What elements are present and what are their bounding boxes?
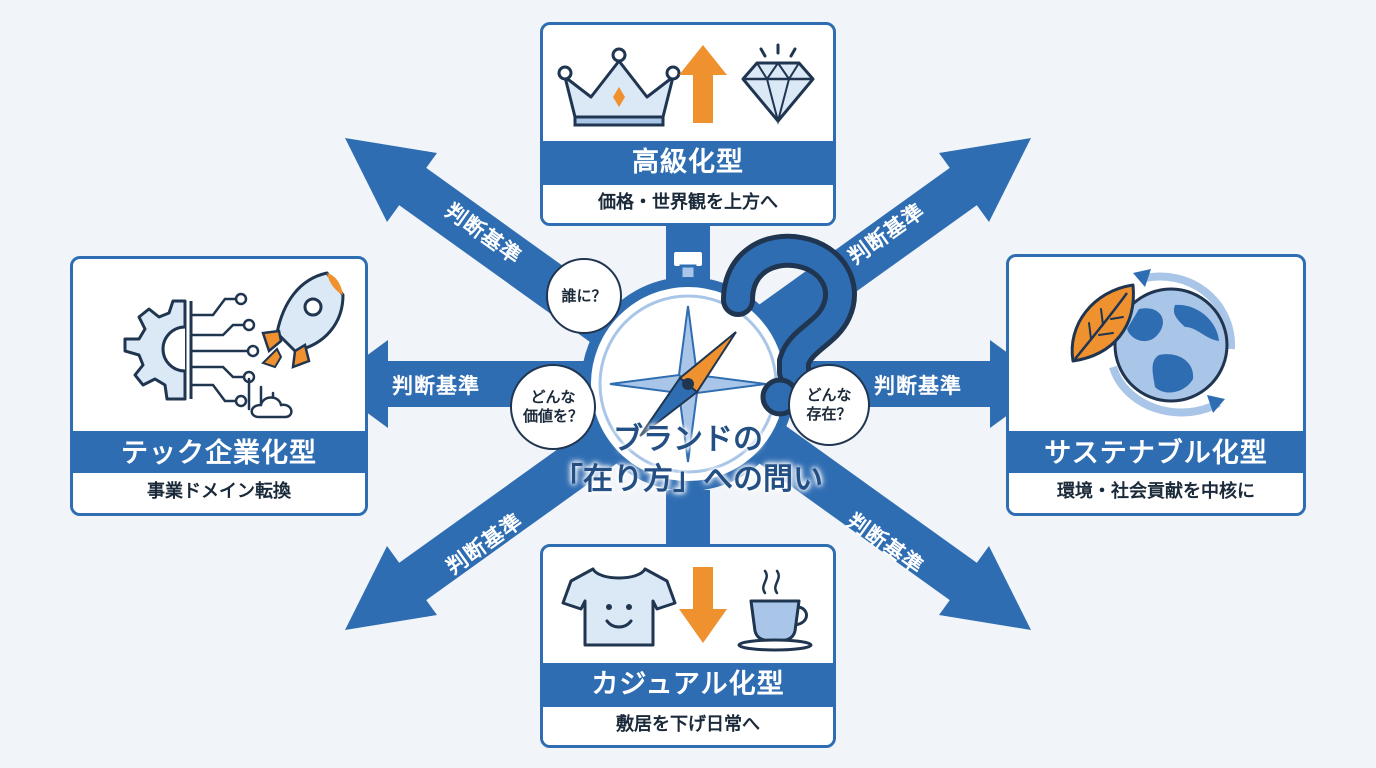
diamond-icon [741,43,815,125]
arrow-up-icon [679,45,727,123]
bubble-value-line2: 価値を？ [522,407,583,425]
bubble-exist-line1: どんな [806,386,852,404]
connector-bottom [666,490,710,550]
bubble-exist-line2: 存在？ [806,405,852,423]
leaf-icon [1070,283,1135,363]
bubble-who: 誰に？ [546,258,622,334]
card-sustainable-subtitle: 環境・社会貢献を中核に [1009,473,1303,513]
card-casual: カジュアル化型 敷居を下げ日常へ [540,544,836,748]
center-question: ブランドの 「在り方」への問い [528,420,848,500]
card-luxury-subtitle: 価格・世界観を上方へ [543,185,833,223]
gear-circuit-icon [123,292,260,408]
card-casual-title: カジュアル化型 [543,663,833,707]
card-tech-title: テック企業化型 [73,431,365,477]
bubble-value: どんな 価値を？ [510,364,596,450]
card-tech-subtitle: 事業ドメイン転換 [73,473,365,513]
card-tech: テック企業化型 事業ドメイン転換 [70,256,368,516]
center-line2: 「在り方」への問い [553,462,823,497]
card-luxury: 高級化型 価格・世界観を上方へ [540,22,836,226]
arrow-label-right: 判断基準 [874,374,962,398]
rocket-icon [247,271,345,419]
bubble-who-text: 誰に？ [561,286,607,305]
card-tech-icons [123,271,345,419]
card-luxury-title: 高級化型 [543,141,833,185]
earth-cycle-icon [1109,269,1236,417]
arrow-label-left: 判断基準 [392,374,480,398]
t-shirt-icon [561,567,677,647]
card-sustainable-icons [1070,269,1236,417]
card-sustainable-title: サステナブル化型 [1009,431,1303,477]
arrow-down-icon [679,567,727,643]
card-casual-icons [561,567,813,652]
card-casual-subtitle: 敷居を下げ日常へ [543,707,833,745]
crown-icon [557,47,681,127]
coffee-cup-icon [737,569,813,652]
card-luxury-icons [557,43,815,127]
bubble-value-line1: どんな [530,388,576,406]
card-sustainable: サステナブル化型 環境・社会貢献を中核に [1006,254,1306,516]
center-line1: ブランドの [613,422,763,457]
bubble-exist: どんな 存在？ [788,364,870,446]
